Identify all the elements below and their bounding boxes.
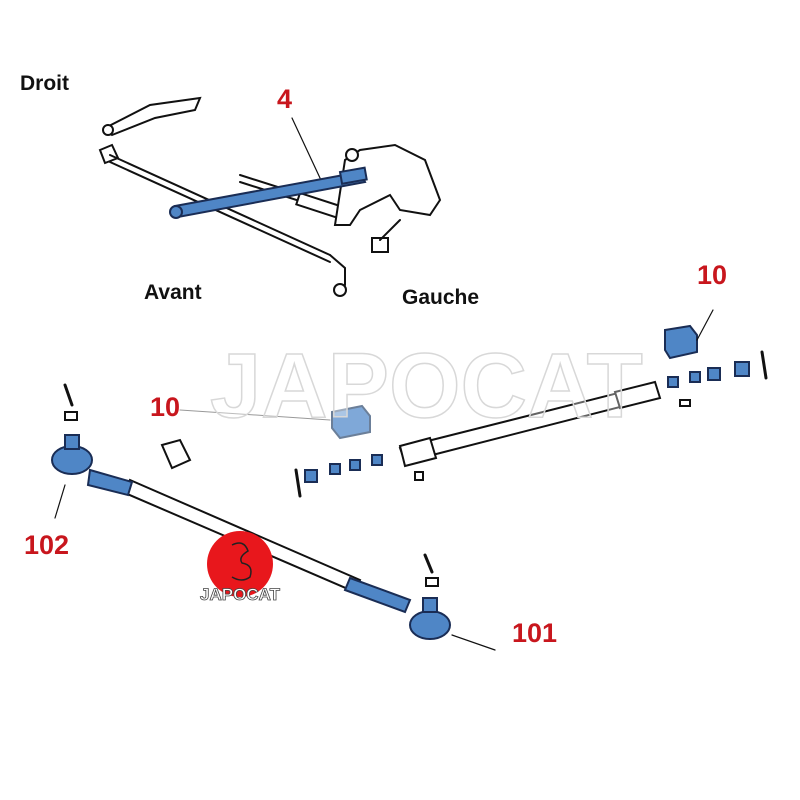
label-droit: Droit <box>20 72 69 95</box>
label-gauche: Gauche <box>402 286 480 309</box>
svg-text:JAPOCAT: JAPOCAT <box>200 585 281 604</box>
part-102-ball-joint <box>51 434 93 475</box>
part-number-102: 102 <box>24 530 70 560</box>
center-tie-rod <box>160 324 768 498</box>
part-number-10-right: 10 <box>697 260 728 290</box>
part-10-right-bushing <box>664 324 698 360</box>
part-number-4: 4 <box>277 84 293 114</box>
label-avant: Avant <box>144 281 202 304</box>
japocat-logo: JAPOCAT <box>200 531 281 604</box>
part-number-10-left: 10 <box>150 392 181 422</box>
part-number-101: 101 <box>512 618 558 648</box>
part-101-ball-joint <box>409 597 451 640</box>
part-10-left-bushing <box>331 404 371 440</box>
part-4-center-rod <box>169 166 368 219</box>
